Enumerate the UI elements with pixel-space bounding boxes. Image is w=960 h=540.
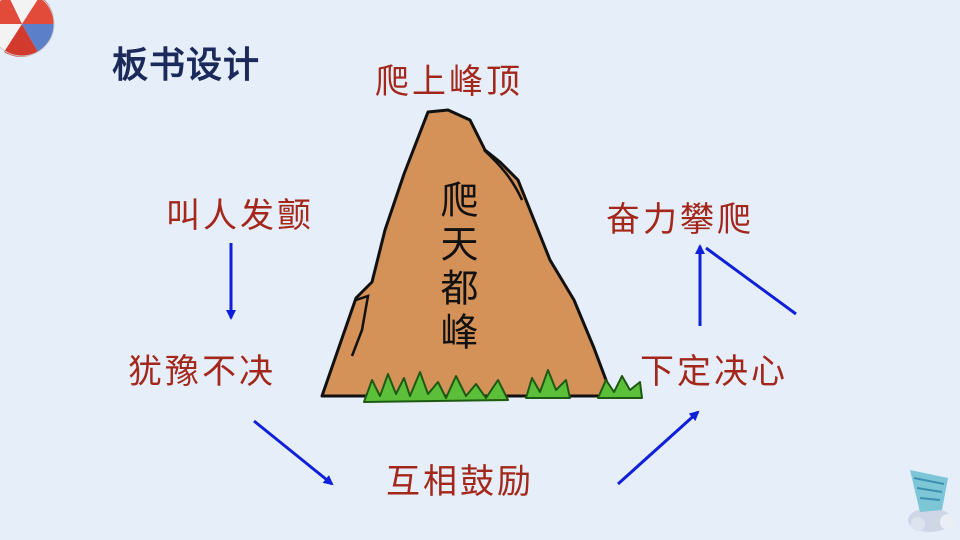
node-climb: 奋力攀爬: [606, 200, 754, 240]
mountain-illustration: [320, 108, 643, 403]
arrow-diagonal-to-climb: [705, 246, 797, 316]
seashell-icon: [908, 470, 956, 532]
beach-ball-icon: [0, 0, 55, 57]
node-decide: 下定决心: [640, 352, 788, 392]
arrow-hesitate-to-encourage: [253, 419, 334, 486]
node-summit: 爬上峰顶: [375, 62, 523, 102]
grass: [363, 369, 643, 403]
node-hesitate: 犹豫不决: [128, 352, 276, 392]
mountain-name: 爬天都峰: [434, 180, 478, 356]
slide-title: 板书设计: [112, 45, 261, 86]
node-encourage: 互相鼓励: [386, 462, 534, 502]
arrow-encourage-to-decide: [616, 410, 700, 486]
node-fear: 叫人发颤: [166, 196, 314, 236]
